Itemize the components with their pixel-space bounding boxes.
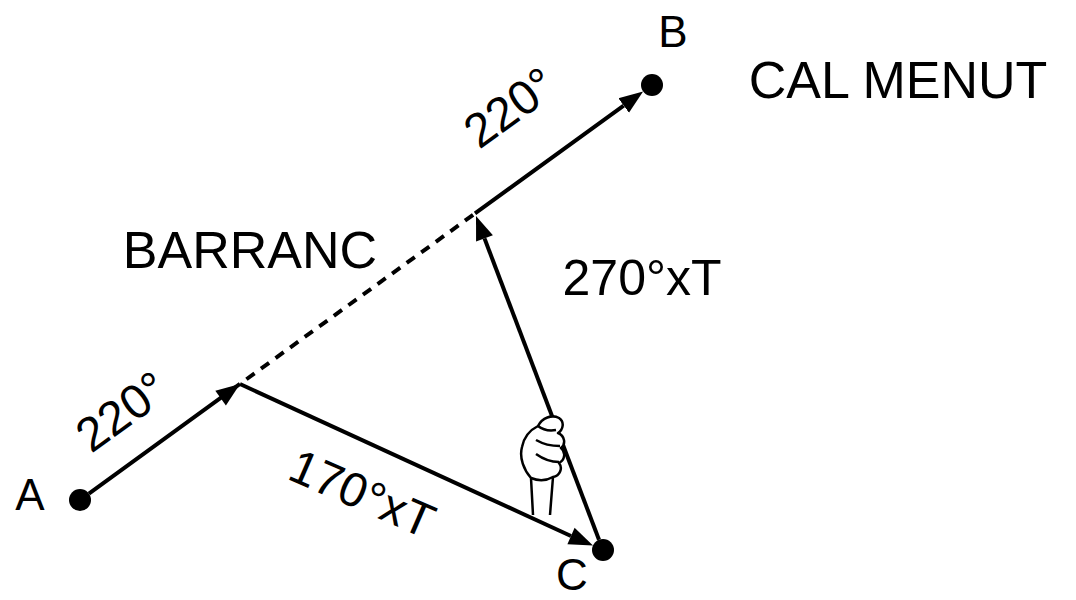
place-name: BARRANC [123,224,377,276]
point-label: A [15,473,44,517]
course-label: 270°xT [563,253,722,303]
arrow-head [567,528,593,546]
waypoint-dot: BCAL MENUT [641,74,663,96]
waypoint-dot: A [69,489,91,511]
arrow-head [476,216,493,242]
point-label: B [658,10,687,54]
hand-symbol [521,416,564,515]
waypoint-dot: C [592,539,614,561]
course-label: 220° [456,59,565,156]
route-line [89,106,624,494]
course-label: 220° [68,363,177,460]
place-name: CAL MENUT [749,54,1048,106]
course-label: 170°xT [282,442,441,547]
point-label: C [556,553,588,597]
